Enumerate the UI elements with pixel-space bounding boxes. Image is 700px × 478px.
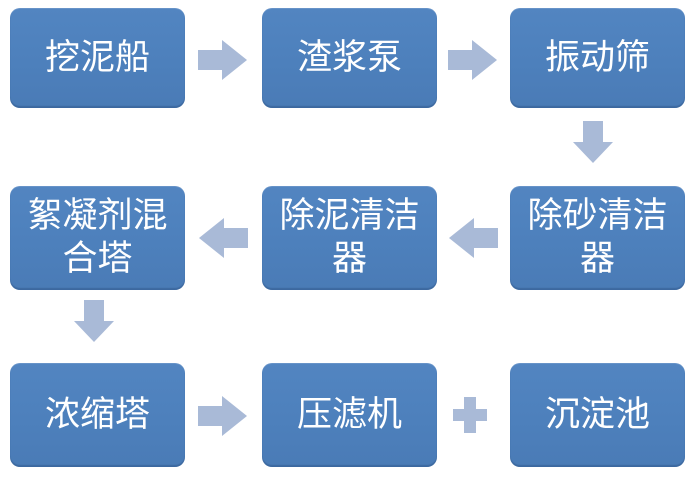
flow-node-vibrating-screen: 振动筛 bbox=[510, 8, 685, 108]
arrow-right-icon bbox=[198, 396, 247, 436]
node-label: 絮凝剂混合塔 bbox=[27, 196, 168, 279]
arrow-left-icon bbox=[449, 218, 498, 258]
arrow-right-icon bbox=[448, 40, 497, 80]
flow-node-thickening-tower: 浓缩塔 bbox=[10, 363, 185, 467]
flow-node-filter-press: 压滤机 bbox=[262, 363, 437, 467]
node-label: 压滤机 bbox=[296, 394, 402, 435]
node-label: 除砂清洁器 bbox=[527, 196, 668, 279]
flow-node-slurry-pump: 渣浆泵 bbox=[262, 8, 437, 108]
node-label: 浓缩塔 bbox=[44, 394, 150, 435]
node-label: 挖泥船 bbox=[44, 37, 150, 78]
arrow-left-icon bbox=[199, 218, 248, 258]
flow-node-dredger: 挖泥船 bbox=[10, 8, 185, 108]
arrow-down-icon bbox=[74, 300, 114, 342]
node-label: 振动筛 bbox=[544, 37, 650, 78]
node-label: 除泥清洁器 bbox=[279, 196, 420, 279]
flow-node-flocculant-mixing-tower: 絮凝剂混合塔 bbox=[10, 186, 185, 290]
arrow-down-icon bbox=[573, 121, 613, 163]
flow-node-sand-cleaner: 除砂清洁器 bbox=[510, 186, 685, 290]
flow-node-mud-cleaner: 除泥清洁器 bbox=[262, 186, 437, 290]
flow-node-sedimentation-pond: 沉淀池 bbox=[510, 363, 685, 467]
node-label: 沉淀池 bbox=[544, 394, 650, 435]
arrow-right-icon bbox=[198, 40, 247, 80]
node-label: 渣浆泵 bbox=[296, 37, 402, 78]
plus-icon bbox=[453, 397, 487, 433]
